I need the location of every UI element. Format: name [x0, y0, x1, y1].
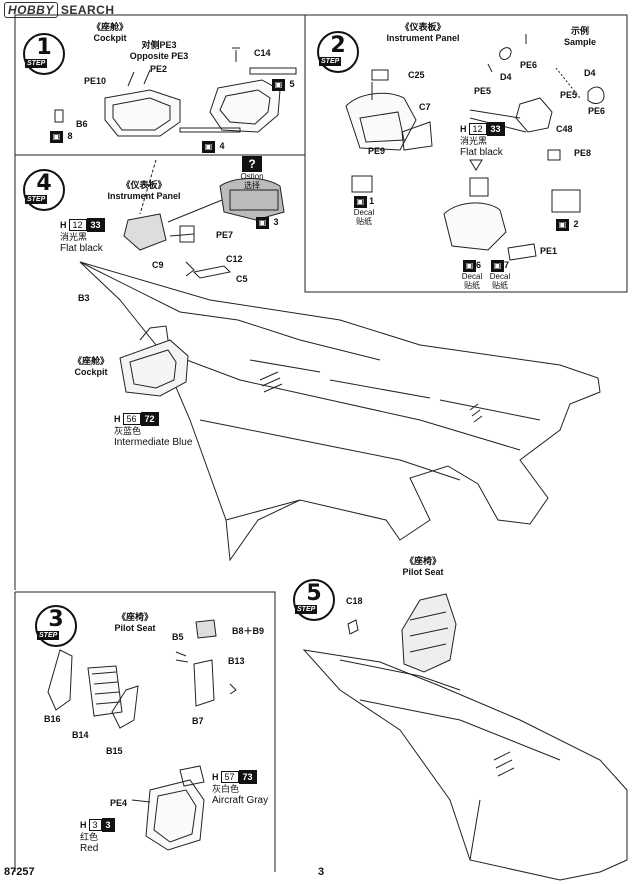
step2-title: 《仪表板》 Instrument Panel	[378, 22, 468, 44]
step3-frame	[15, 591, 276, 872]
part-d4: D4	[500, 72, 512, 82]
ref-8: ▣ 8	[50, 126, 72, 144]
step3-title: 《座椅》Pilot Seat	[114, 612, 156, 633]
opposite-note: 对侧PE3 Opposite PE3	[124, 40, 194, 62]
part-c14: C14	[254, 48, 271, 58]
product-code: 87257	[4, 866, 35, 878]
part-pe7: PE7	[216, 230, 234, 240]
decal-ref-icon: ▣	[256, 217, 269, 229]
ref-4: ▣ 4	[202, 136, 224, 154]
part-c7: C7	[419, 102, 431, 112]
part-pe4: PE4	[110, 798, 128, 808]
part-c25: C25	[408, 70, 425, 80]
part-c12: C12	[226, 254, 243, 264]
step-label: STEP	[295, 605, 318, 614]
title-en: Instrument Panel	[107, 191, 181, 201]
step-label: STEP	[319, 57, 342, 66]
part-b6: B6	[76, 119, 88, 129]
part-b8-b9: B8＋B9	[232, 626, 265, 636]
step5-title: 《座椅》Pilot Seat	[402, 556, 444, 577]
title-cn: 《仪表板》	[121, 180, 167, 190]
part-c18: C18	[346, 596, 363, 606]
step-number: 1	[36, 35, 52, 60]
decal-ref-icon: ▣	[490, 260, 504, 272]
step1-title: 《座舱》 Cockpit	[80, 22, 140, 44]
part-b14: B14	[72, 730, 89, 740]
opp-cn: 对侧PE3	[141, 40, 177, 50]
decal-ref-icon: ▣	[462, 260, 476, 272]
title-cn: 《座舱》	[91, 22, 128, 32]
option-question-icon: ?	[242, 156, 262, 172]
part-pe9: PE9	[368, 146, 386, 156]
part-b16: B16	[44, 714, 61, 724]
cockpit-label: 《座舱》Cockpit	[72, 356, 109, 377]
step-label: STEP	[25, 59, 48, 68]
step4-badge: 4 STEP	[22, 168, 66, 212]
step2-frame	[304, 14, 628, 293]
step-label: STEP	[25, 195, 48, 204]
decal-ref-icon: ▣	[272, 79, 285, 91]
step4-title: 《仪表板》 Instrument Panel	[104, 180, 184, 202]
part-c5: C5	[236, 274, 248, 284]
ref-3: ▣ 3	[256, 212, 278, 230]
brand-name: SEARCH	[60, 3, 115, 17]
part-b13: B13	[228, 656, 245, 666]
sample-part-pe6: PE6	[588, 106, 606, 116]
part-pe5: PE5	[474, 86, 492, 96]
decal-ref-icon: ▣	[50, 131, 63, 143]
step1-badge: 1 STEP	[22, 32, 66, 76]
part-b7: B7	[192, 716, 204, 726]
part-pe1: PE1	[540, 246, 558, 256]
paint-cn: 消光黑	[460, 136, 488, 146]
sample-part-d4: D4	[584, 68, 596, 78]
sample-part-pe5: PE5	[560, 90, 578, 100]
part-c48: C48	[556, 124, 573, 134]
part-b5: B5	[172, 632, 184, 642]
ref-2: ▣ 2	[556, 214, 578, 232]
decal-ref-icon: ▣	[353, 196, 367, 208]
part-b3: B3	[78, 293, 90, 303]
step2-badge: 2 STEP	[316, 30, 360, 74]
sample-cn: 示例	[570, 26, 589, 36]
part-pe6: PE6	[520, 60, 538, 70]
step-number: 4	[36, 171, 52, 196]
part-pe10: PE10	[84, 76, 107, 86]
title-en: Instrument Panel	[386, 33, 460, 43]
opp-en: Opposite PE3	[129, 51, 189, 61]
page-number: 3	[318, 866, 325, 878]
part-pe2: PE2	[150, 64, 168, 74]
step-number: 5	[306, 581, 322, 606]
part-pe8: PE8	[574, 148, 592, 158]
step-label: STEP	[37, 631, 60, 640]
ref-5: ▣ 5	[272, 74, 294, 92]
part-c9: C9	[152, 260, 164, 270]
brand-logo: HOBBY	[4, 2, 58, 18]
sample-en: Sample	[563, 37, 596, 47]
sample-label: 示例 Sample	[560, 26, 600, 48]
step-number: 2	[330, 33, 346, 58]
step5-badge: 5 STEP	[292, 578, 336, 622]
decal-ref-icon: ▣	[202, 141, 215, 153]
step3-badge: 3 STEP	[34, 604, 78, 648]
decal-ref-icon: ▣	[556, 219, 569, 231]
part-b15: B15	[106, 746, 123, 756]
title-cn: 《仪表板》	[400, 22, 446, 32]
step-number: 3	[48, 607, 64, 632]
title-en: Cockpit	[93, 33, 127, 43]
paint-en: Flat black	[460, 147, 503, 158]
